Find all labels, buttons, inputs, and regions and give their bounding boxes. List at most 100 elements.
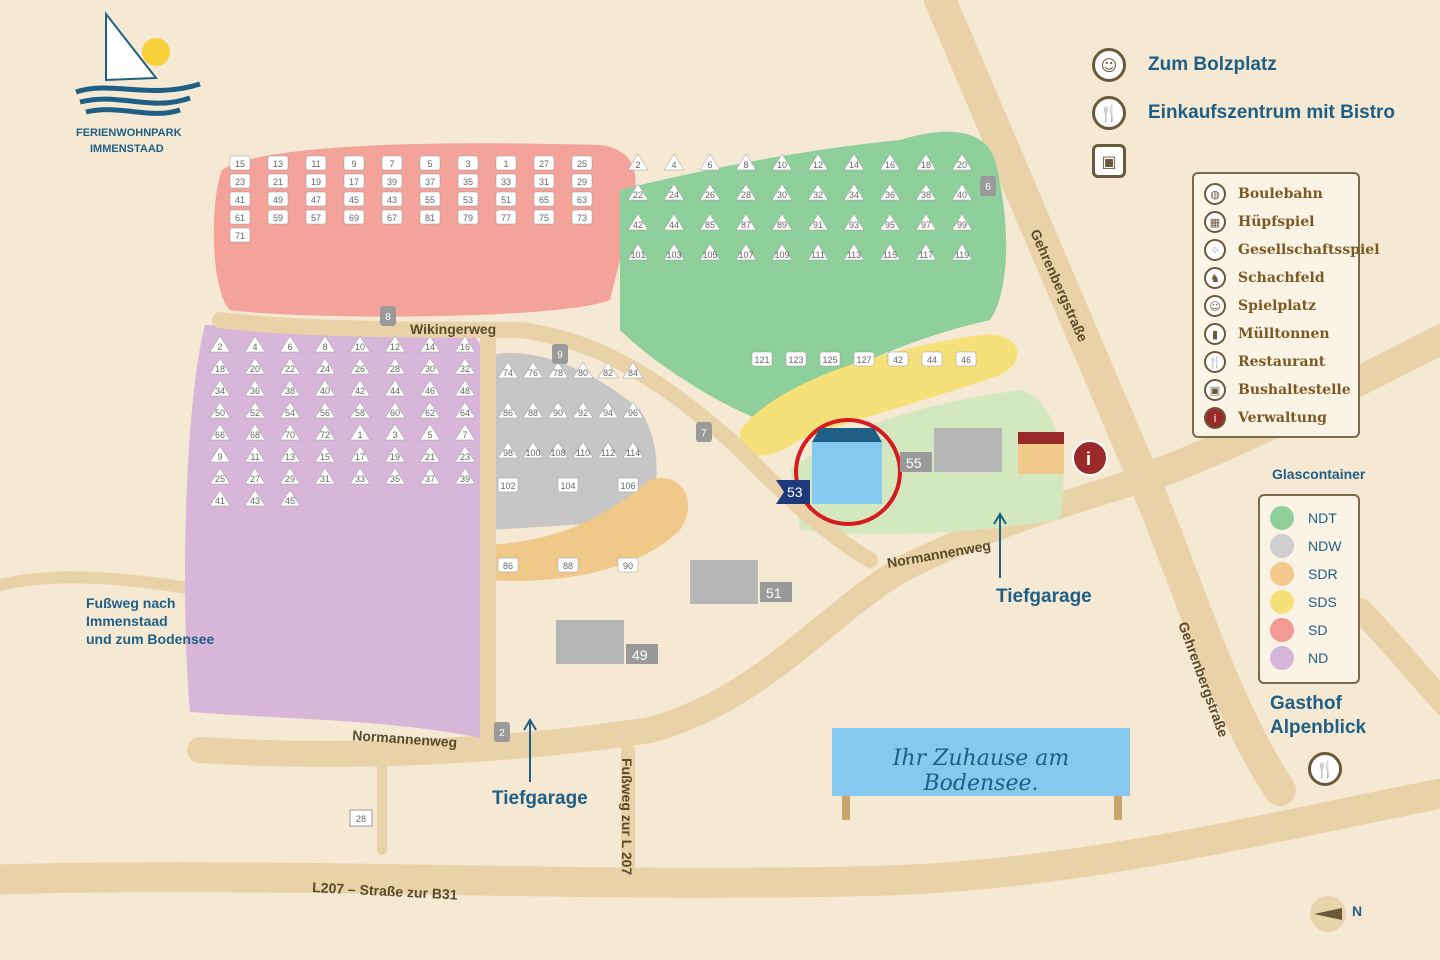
- house-ndw[interactable]: 114: [622, 441, 644, 459]
- house-ndt[interactable]: 14: [843, 153, 865, 171]
- house-sds[interactable]: 123: [785, 351, 807, 367]
- tiefgarage-label-2[interactable]: Tiefgarage: [996, 586, 1092, 607]
- house-ndt[interactable]: 103: [663, 243, 685, 261]
- house-sds[interactable]: 46: [955, 351, 977, 367]
- house-ndw[interactable]: 92: [572, 401, 594, 419]
- house-sd[interactable]: 55: [419, 191, 441, 207]
- house-nd[interactable]: 19: [384, 445, 406, 463]
- house-nd[interactable]: 20: [244, 357, 266, 375]
- house-ndt[interactable]: 24: [663, 183, 685, 201]
- house-sd[interactable]: 53: [457, 191, 479, 207]
- house-sd[interactable]: 41: [229, 191, 251, 207]
- house-sd[interactable]: 43: [381, 191, 403, 207]
- house-nd[interactable]: 25: [209, 467, 231, 485]
- house-sd[interactable]: 27: [533, 155, 555, 171]
- house-ndw[interactable]: 74: [497, 361, 519, 379]
- house-sd[interactable]: 45: [343, 191, 365, 207]
- house-nd[interactable]: 10: [349, 335, 371, 353]
- house-nd[interactable]: 40: [314, 379, 336, 397]
- house-ndt[interactable]: 12: [807, 153, 829, 171]
- house-ndt[interactable]: 30: [771, 183, 793, 201]
- house-nd[interactable]: 29: [279, 467, 301, 485]
- house-nd[interactable]: 44: [384, 379, 406, 397]
- house-sd[interactable]: 33: [495, 173, 517, 189]
- building-51[interactable]: 51: [690, 560, 792, 604]
- house-ndt[interactable]: 107: [735, 243, 757, 261]
- house-ndt[interactable]: 40: [951, 183, 973, 201]
- house-nd[interactable]: 45: [279, 489, 301, 507]
- house-nd[interactable]: 54: [279, 401, 301, 419]
- house-nd[interactable]: 41: [209, 489, 231, 507]
- house-sd[interactable]: 37: [419, 173, 441, 189]
- info-icon[interactable]: [1072, 440, 1108, 476]
- house-nd[interactable]: 30: [419, 357, 441, 375]
- house-ndt[interactable]: 95: [879, 213, 901, 231]
- house-sd[interactable]: 7: [381, 155, 403, 171]
- house-ndt[interactable]: 97: [915, 213, 937, 231]
- house-nd[interactable]: 34: [209, 379, 231, 397]
- house-nd[interactable]: 7: [454, 423, 476, 441]
- house-nd[interactable]: 18: [209, 357, 231, 375]
- house-nd[interactable]: 17: [349, 445, 371, 463]
- house-nd[interactable]: 68: [244, 423, 266, 441]
- house-sd[interactable]: 65: [533, 191, 555, 207]
- house-ndw[interactable]: 110: [572, 441, 594, 459]
- house-ndt[interactable]: 16: [879, 153, 901, 171]
- house-nd[interactable]: 72: [314, 423, 336, 441]
- house-ndt[interactable]: 87: [735, 213, 757, 231]
- house-sd[interactable]: 67: [381, 209, 403, 225]
- house-ndt[interactable]: 32: [807, 183, 829, 201]
- house-nd[interactable]: 42: [349, 379, 371, 397]
- house-sd[interactable]: 61: [229, 209, 251, 225]
- house-ndt[interactable]: 10: [771, 153, 793, 171]
- house-sd[interactable]: 5: [419, 155, 441, 171]
- house-sd[interactable]: 49: [267, 191, 289, 207]
- house-ndt[interactable]: 99: [951, 213, 973, 231]
- tiefgarage-label-1[interactable]: Tiefgarage: [492, 788, 588, 809]
- house-ndt[interactable]: 115: [879, 243, 901, 261]
- house-sds[interactable]: 125: [819, 351, 841, 367]
- house-sds[interactable]: 121: [751, 351, 773, 367]
- house-nd[interactable]: 36: [244, 379, 266, 397]
- house-nd[interactable]: 66: [209, 423, 231, 441]
- house-sd[interactable]: 19: [305, 173, 327, 189]
- house-sdr[interactable]: 88: [557, 557, 579, 573]
- house-ndt[interactable]: 109: [771, 243, 793, 261]
- house-nd[interactable]: 38: [279, 379, 301, 397]
- house-ndt[interactable]: 89: [771, 213, 793, 231]
- house-nd[interactable]: 15: [314, 445, 336, 463]
- house-sd[interactable]: 63: [571, 191, 593, 207]
- house-ndt[interactable]: 105: [699, 243, 721, 261]
- restaurant-building[interactable]: i: [1018, 432, 1108, 476]
- house-sdr[interactable]: 90: [617, 557, 639, 573]
- house-28[interactable]: 28: [349, 809, 373, 827]
- house-nd[interactable]: 16: [454, 335, 476, 353]
- top-item-einkaufszentrum[interactable]: 🍴 Einkaufszentrum mit Bistro: [1092, 96, 1395, 130]
- top-item-bolzplatz[interactable]: ☺ Zum Bolzplatz: [1092, 48, 1277, 82]
- house-nd[interactable]: 22: [279, 357, 301, 375]
- house-nd[interactable]: 11: [244, 445, 266, 463]
- house-ndw[interactable]: 80: [572, 361, 594, 379]
- house-ndt[interactable]: 44: [663, 213, 685, 231]
- house-sd[interactable]: 79: [457, 209, 479, 225]
- house-nd[interactable]: 9: [209, 445, 231, 463]
- house-sd[interactable]: 17: [343, 173, 365, 189]
- house-ndt[interactable]: 93: [843, 213, 865, 231]
- house-nd[interactable]: 6: [279, 335, 301, 353]
- house-nd[interactable]: 43: [244, 489, 266, 507]
- house-nd[interactable]: 60: [384, 401, 406, 419]
- house-ndt[interactable]: 26: [699, 183, 721, 201]
- gasthof-restaurant-icon[interactable]: 🍴: [1308, 752, 1342, 786]
- gasthof-label[interactable]: Gasthof Alpenblick: [1270, 692, 1366, 740]
- house-nd[interactable]: 50: [209, 401, 231, 419]
- house-ndt[interactable]: 91: [807, 213, 829, 231]
- house-ndw[interactable]: 88: [522, 401, 544, 419]
- house-ndw[interactable]: 100: [522, 441, 544, 459]
- house-ndw[interactable]: 78: [547, 361, 569, 379]
- house-nd[interactable]: 39: [454, 467, 476, 485]
- house-sds[interactable]: 42: [887, 351, 909, 367]
- house-nd[interactable]: 27: [244, 467, 266, 485]
- house-sd[interactable]: 21: [267, 173, 289, 189]
- house-sds[interactable]: 44: [921, 351, 943, 367]
- house-ndw[interactable]: 98: [497, 441, 519, 459]
